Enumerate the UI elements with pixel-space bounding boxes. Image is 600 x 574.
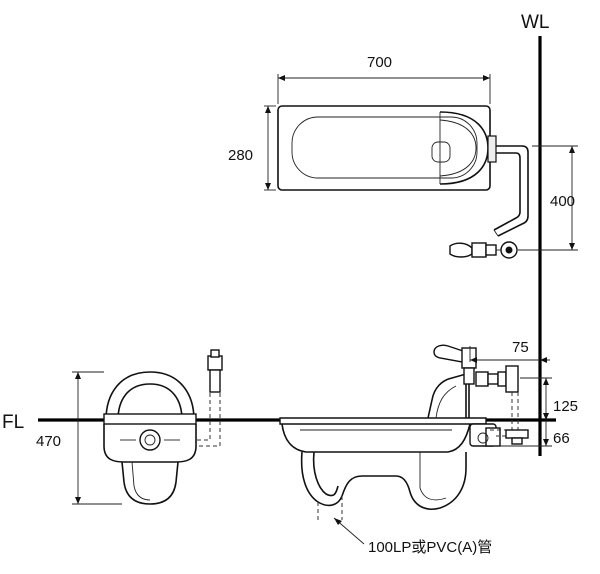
flush-valve	[433, 344, 529, 445]
dim-bowl-depth: 470	[36, 433, 61, 450]
angle-valve	[449, 241, 518, 259]
dim-tank-to-valve: 400	[550, 193, 575, 210]
dim-outlet-height: 66	[553, 430, 570, 447]
left-supply-pipe	[196, 349, 223, 447]
dim-inlet-height: 125	[553, 398, 578, 415]
cistern-tank	[277, 105, 529, 237]
bowl-side-view	[103, 371, 197, 505]
dim-valve-offset: 75	[512, 339, 529, 356]
wall-label: WL	[521, 12, 550, 33]
dim-tank-width: 700	[367, 54, 392, 71]
pipe-note: 100LP或PVC(A)管	[368, 539, 492, 556]
dim-tank-height: 280	[228, 147, 253, 164]
squat-pan	[279, 372, 501, 520]
floor-label: FL	[2, 412, 24, 433]
